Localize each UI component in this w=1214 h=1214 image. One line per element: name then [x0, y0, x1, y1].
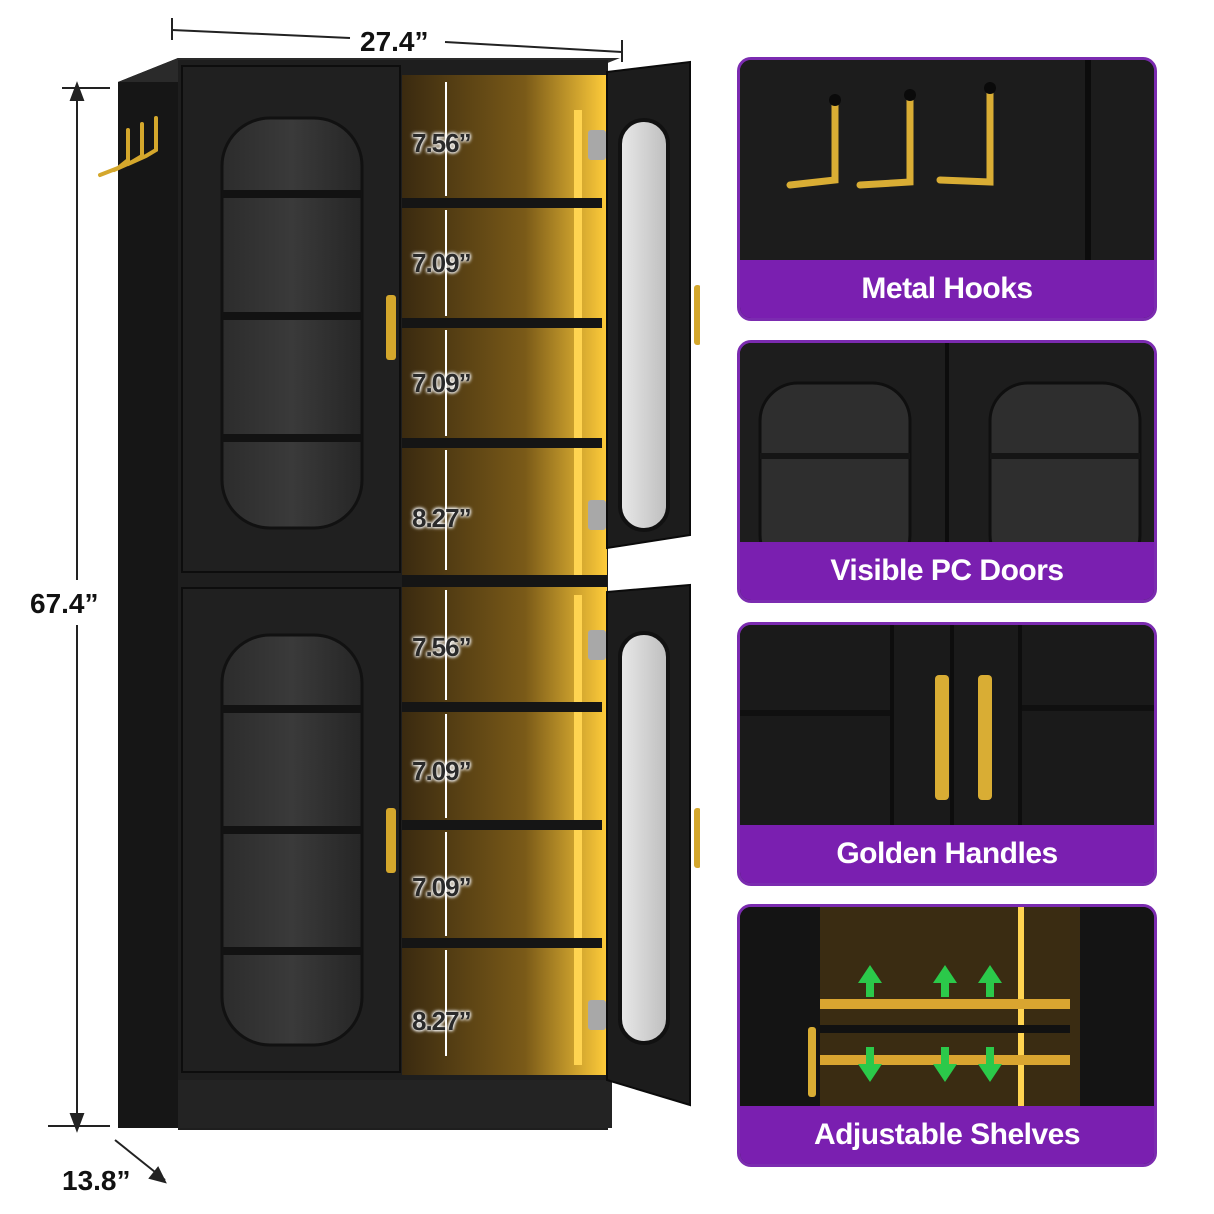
golden-handle	[978, 675, 992, 800]
width-dimension-line	[171, 18, 623, 62]
adjustable-shelves-photo	[740, 907, 1154, 1109]
height-label: 67.4”	[30, 588, 99, 619]
shelf-gap-label: 8.27”	[412, 1006, 472, 1036]
shelf-gap-label: 7.09”	[412, 248, 472, 278]
left-door-upper	[181, 65, 401, 573]
depth-dimension-line	[114, 1139, 167, 1184]
cabinet-illustration	[48, 18, 700, 1184]
left-door-lower	[181, 587, 401, 1073]
cabinet-side-panel	[118, 58, 178, 1128]
right-door-upper-open	[606, 60, 700, 550]
feature-panel-visible-pc-doors: Visible PC Doors	[737, 340, 1157, 603]
width-label: 27.4”	[360, 26, 429, 57]
shelf-gap-label: 7.56”	[412, 632, 472, 662]
shelf-gap-label: 7.09”	[412, 756, 472, 786]
up-arrow-icon	[858, 965, 1002, 997]
golden-handle	[935, 675, 949, 800]
feature-label: Golden Handles	[740, 825, 1154, 883]
pc-doors-photo	[740, 343, 1154, 545]
right-door-lower-open	[606, 583, 700, 1107]
golden-handles-photo	[740, 625, 1154, 828]
feature-panel-golden-handles: Golden Handles	[737, 622, 1157, 886]
shelf-gap-label: 7.09”	[412, 368, 472, 398]
metal-hooks-photo	[740, 60, 1154, 263]
cabinet-base	[178, 1080, 612, 1128]
down-arrow-icon	[858, 1047, 1002, 1082]
shelf-gap-label: 8.27”	[412, 503, 472, 533]
feature-label: Visible PC Doors	[740, 542, 1154, 600]
hinges	[588, 130, 606, 1030]
golden-handle	[386, 808, 396, 873]
depth-label: 13.8”	[62, 1165, 131, 1196]
golden-handle	[386, 295, 396, 360]
height-dimension-line	[48, 81, 110, 1133]
feature-label: Metal Hooks	[740, 260, 1154, 318]
shelf-gap-label: 7.09”	[412, 872, 472, 902]
shelf-gap-label: 7.56”	[412, 128, 472, 158]
feature-label: Adjustable Shelves	[740, 1106, 1154, 1164]
interior-shelves	[402, 198, 607, 948]
side-metal-hooks	[98, 116, 158, 177]
led-strip-upper	[574, 110, 582, 575]
hook-icon	[786, 84, 994, 189]
feature-panel-adjustable-shelves: Adjustable Shelves	[737, 904, 1157, 1167]
feature-panel-metal-hooks: Metal Hooks	[737, 57, 1157, 321]
